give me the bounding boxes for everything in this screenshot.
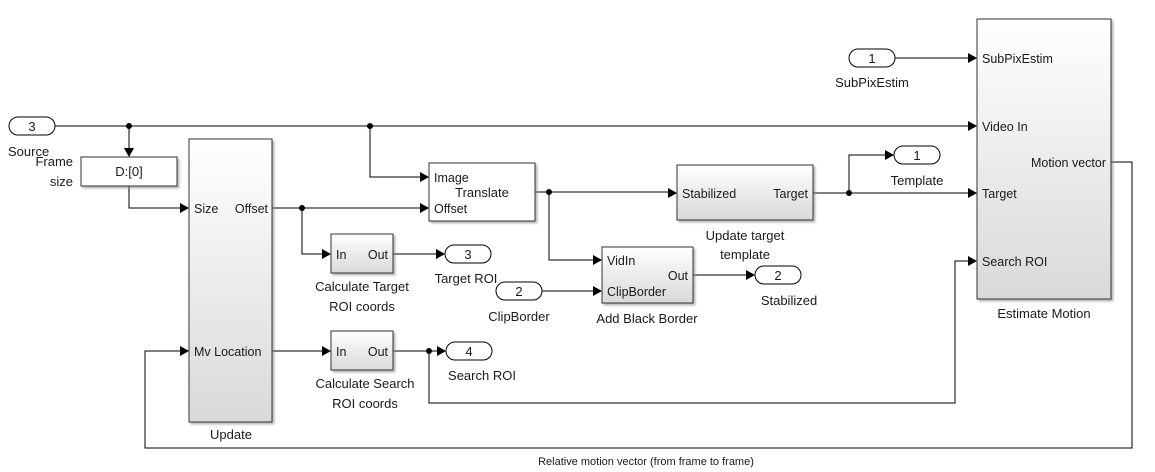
block-estimate-motion[interactable]: SubPixEstim Video In Motion vector Targe… — [976, 18, 1112, 321]
outport-number: 1 — [913, 148, 920, 163]
port-motion-vector: Motion vector — [1031, 156, 1106, 170]
port-target: Target — [773, 187, 808, 201]
wire-feedback[interactable] — [144, 161, 1133, 449]
port-video-in: Video In — [982, 120, 1028, 134]
block-calc-target-roi[interactable]: In Out Calculate Target ROI coords — [315, 233, 409, 314]
arrow-delay — [124, 148, 134, 157]
inport-clipborder[interactable]: 2 ClipBorder — [488, 281, 550, 324]
arrow-searchroi-in — [968, 256, 977, 266]
block-label-line2: ROI coords — [329, 299, 395, 314]
inport-label: ClipBorder — [488, 309, 550, 324]
block-label-line1: Calculate Target — [315, 279, 409, 294]
arrow-translate-offset — [420, 203, 429, 213]
port-mv-location: Mv Location — [194, 345, 261, 359]
inport-label: Source — [8, 144, 49, 159]
branch-dot — [846, 190, 852, 196]
block-update-target-template[interactable]: Stabilized Target Update target template — [676, 164, 814, 262]
port-subpixestim: SubPixEstim — [982, 52, 1053, 66]
wire-template-out[interactable] — [848, 154, 885, 193]
arrow-stabilized — [746, 270, 755, 280]
arrow-calcsearch — [322, 346, 331, 356]
wire-delay-size[interactable] — [128, 186, 180, 209]
inport-number: 3 — [28, 119, 35, 134]
outport-label: Stabilized — [761, 293, 817, 308]
outport-template[interactable]: 1 Template — [891, 145, 944, 188]
branch-points — [126, 123, 852, 354]
signal-lines — [55, 57, 1133, 449]
block-frame-size-delay[interactable]: D:[0] Frame size — [35, 154, 178, 189]
wire-translate-vidin[interactable] — [548, 192, 593, 261]
arrow-template — [668, 188, 677, 198]
block-label-line1: Calculate Search — [316, 376, 415, 391]
outport-stabilized[interactable]: 2 Stabilized — [754, 265, 817, 308]
inport-label: SubPixEstim — [835, 75, 909, 90]
outport-search-roi[interactable]: 4 Search ROI — [445, 341, 516, 383]
outport-target-roi[interactable]: 3 Target ROI — [435, 244, 498, 286]
block-content: D:[0] — [115, 164, 142, 179]
wire-offset-calctarget[interactable] — [301, 208, 322, 255]
arrow-search-roi — [437, 346, 446, 356]
port-in: In — [336, 248, 346, 262]
branch-dot — [546, 189, 552, 195]
outport-number: 2 — [774, 268, 781, 283]
branch-dot — [367, 123, 373, 129]
outport-number: 4 — [465, 344, 472, 359]
arrow-image — [420, 172, 429, 182]
port-image: Image — [434, 171, 469, 185]
block-add-black-border[interactable]: VidIn Out ClipBorder Add Black Border — [596, 246, 698, 326]
arrow-videoin — [968, 121, 977, 131]
outport-number: 3 — [464, 247, 471, 262]
arrow-template-out — [885, 150, 894, 160]
wire-calcsearch-estimate[interactable] — [428, 260, 968, 404]
port-out: Out — [368, 248, 389, 262]
branch-dot — [126, 123, 132, 129]
port-vidin: VidIn — [607, 254, 635, 268]
inport-number: 1 — [868, 51, 875, 66]
port-target: Target — [982, 187, 1017, 201]
port-clipborder: ClipBorder — [607, 285, 666, 299]
port-offset: Offset — [434, 202, 468, 216]
outport-label: Target ROI — [435, 271, 498, 286]
signal-label-feedback: Relative motion vector (from frame to fr… — [538, 456, 754, 468]
inport-source[interactable]: 3 Source — [8, 116, 56, 159]
block-label-line1: Update target — [706, 228, 785, 243]
block-label-line1: Frame — [35, 154, 73, 169]
port-offset: Offset — [235, 202, 269, 216]
inport-subpixestim[interactable]: 1 SubPixEstim — [835, 48, 909, 90]
block-label-line2: ROI coords — [332, 396, 398, 411]
port-in: In — [336, 345, 346, 359]
arrow-vidin — [593, 255, 602, 265]
arrowheads — [124, 53, 977, 356]
branch-dot — [426, 348, 432, 354]
port-stabilized: Stabilized — [682, 187, 736, 201]
wire-source-image[interactable] — [369, 126, 420, 178]
arrow-size — [180, 203, 189, 213]
inport-number: 2 — [515, 284, 522, 299]
port-out: Out — [668, 269, 689, 283]
branch-dot — [299, 205, 305, 211]
block-label-line2: size — [50, 174, 73, 189]
outport-label: Search ROI — [448, 368, 516, 383]
arrow-calctarget — [322, 249, 331, 259]
arrow-target — [968, 188, 977, 198]
block-label: Update — [210, 427, 252, 442]
arrow-subpix — [968, 53, 977, 63]
block-label: Estimate Motion — [997, 306, 1090, 321]
block-translate[interactable]: Image Translate Offset — [428, 162, 536, 222]
block-label-line2: template — [720, 247, 770, 262]
port-out: Out — [368, 345, 389, 359]
block-calc-search-roi[interactable]: In Out Calculate Search ROI coords — [316, 330, 415, 411]
block-title: Translate — [455, 185, 509, 200]
arrow-target-roi — [436, 249, 445, 259]
block-update[interactable]: Size Offset Mv Location Update — [188, 138, 273, 442]
block-label: Add Black Border — [596, 311, 698, 326]
port-size: Size — [194, 202, 218, 216]
outport-label: Template — [891, 173, 944, 188]
arrow-mvloc — [180, 346, 189, 356]
port-search-roi: Search ROI — [982, 255, 1047, 269]
arrow-clipborder — [593, 286, 602, 296]
